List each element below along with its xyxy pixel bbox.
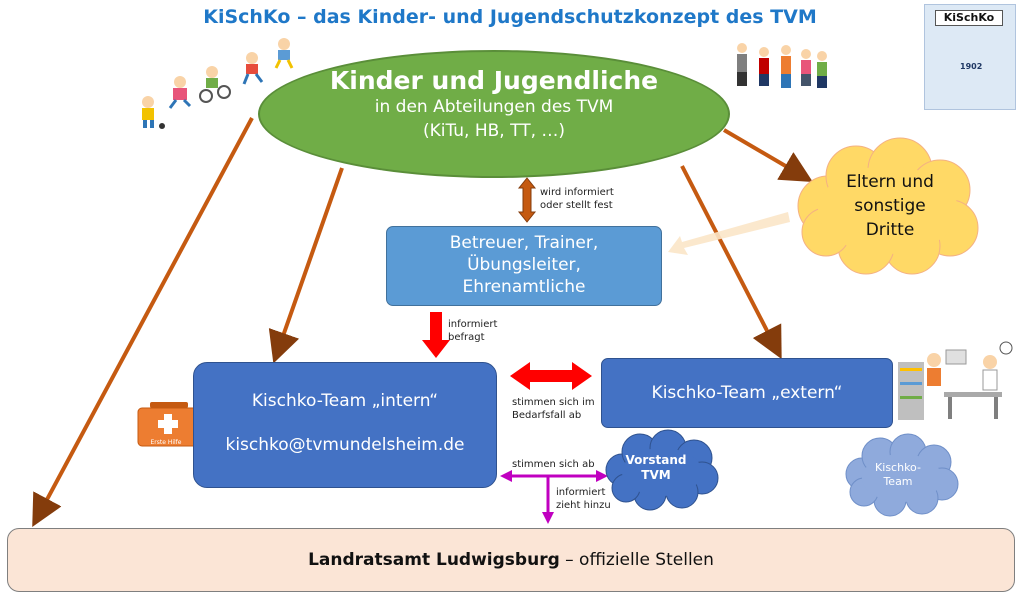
- eltern-cloud: [797, 137, 979, 275]
- label-wird-informiert-line2: oder stellt fest: [540, 200, 613, 211]
- vorstand-cloud: [605, 429, 719, 511]
- team-intern-name: Kischko-Team „intern“: [251, 391, 439, 411]
- landratsamt-name: Landratsamt Ludwigsburg: [308, 550, 560, 570]
- team-intern-node: Kischko-Team „intern“ kischko@tvmundelsh…: [193, 362, 497, 488]
- kischko-team-line2: Team: [883, 475, 913, 488]
- page-title: KiSchKo – das Kinder- und Jugendschutzko…: [203, 6, 817, 28]
- eltern-node: Eltern und sonstige Dritte: [815, 170, 965, 242]
- arrow-intern-vorstand: [500, 470, 608, 524]
- kischko-team-node: Kischko- Team: [850, 461, 946, 489]
- logo-year: 1902: [960, 62, 983, 71]
- vorstand-line1: Vorstand: [625, 453, 687, 467]
- vorstand-line2: TVM: [641, 468, 671, 482]
- label-stimmen-line1: stimmen sich im: [512, 397, 595, 408]
- arrow-ellipse-betreuer: [517, 177, 537, 223]
- landratsamt-suffix: – offizielle Stellen: [559, 550, 714, 570]
- landratsamt-node: Landratsamt Ludwigsburg – offizielle Ste…: [7, 528, 1015, 592]
- team-intern-email[interactable]: kischko@tvmundelsheim.de: [225, 435, 465, 455]
- arrow-eltern-to-betreuer: [668, 212, 790, 255]
- betreuer-line3: Ehrenamtliche: [462, 277, 586, 297]
- arrow-to-team-extern: [680, 165, 782, 360]
- eltern-line2: sonstige: [854, 196, 926, 216]
- betreuer-line2: Übungsleiter,: [467, 255, 581, 275]
- teens-right-illustration: [737, 43, 827, 88]
- arrow-to-team-intern: [268, 167, 344, 364]
- kinder-abteilungen: (KiTu, HB, TT, …): [422, 121, 566, 141]
- kinder-jugendliche-node: Kinder und Jugendliche in den Abteilunge…: [258, 50, 730, 178]
- team-extern-node: Kischko-Team „extern“: [601, 358, 893, 428]
- kinder-title: Kinder und Jugendliche: [329, 66, 659, 95]
- kischko-team-cloud: [845, 433, 959, 517]
- label-informiert-line: informiert: [448, 319, 498, 330]
- label-wird-informiert-line1: wird informiert: [540, 187, 614, 198]
- arrow-to-landratsamt: [32, 117, 254, 528]
- eltern-line3: Dritte: [865, 220, 915, 240]
- kischko-team-line1: Kischko-: [875, 461, 921, 474]
- eltern-line1: Eltern und: [846, 172, 934, 192]
- kids-left-illustration: [142, 38, 294, 129]
- logo-label: KiSchKo: [935, 10, 1003, 26]
- betreuer-node: Betreuer, Trainer, Übungsleiter, Ehrenam…: [386, 226, 662, 306]
- office-illustration: [898, 341, 1013, 420]
- label-stimmen-line2: Bedarfsfall ab: [512, 410, 582, 421]
- kinder-subtitle: in den Abteilungen des TVM: [374, 97, 614, 117]
- label-informiert-befragt: informiert befragt: [448, 318, 497, 344]
- label-stimmen-bedarfsfall: stimmen sich im Bedarfsfall ab: [512, 396, 595, 422]
- first-aid-label: Erste Hilfe: [150, 439, 182, 446]
- label-befragt-line: befragt: [448, 332, 485, 343]
- betreuer-line1: Betreuer, Trainer,: [449, 233, 599, 253]
- arrow-betreuer-to-intern: [422, 312, 450, 358]
- vorstand-node: Vorstand TVM: [610, 453, 702, 483]
- label-stimmen-ab: stimmen sich ab: [512, 459, 595, 470]
- arrow-to-eltern: [722, 128, 813, 183]
- label-wird-informiert: wird informiert oder stellt fest: [540, 186, 614, 212]
- label-zieht-line2: zieht hinzu: [556, 500, 611, 511]
- arrow-intern-extern: [510, 362, 592, 390]
- label-zieht-hinzu: informiert zieht hinzu: [556, 486, 611, 512]
- label-zieht-line1: informiert: [556, 487, 606, 498]
- first-aid-kit-icon: [137, 402, 199, 447]
